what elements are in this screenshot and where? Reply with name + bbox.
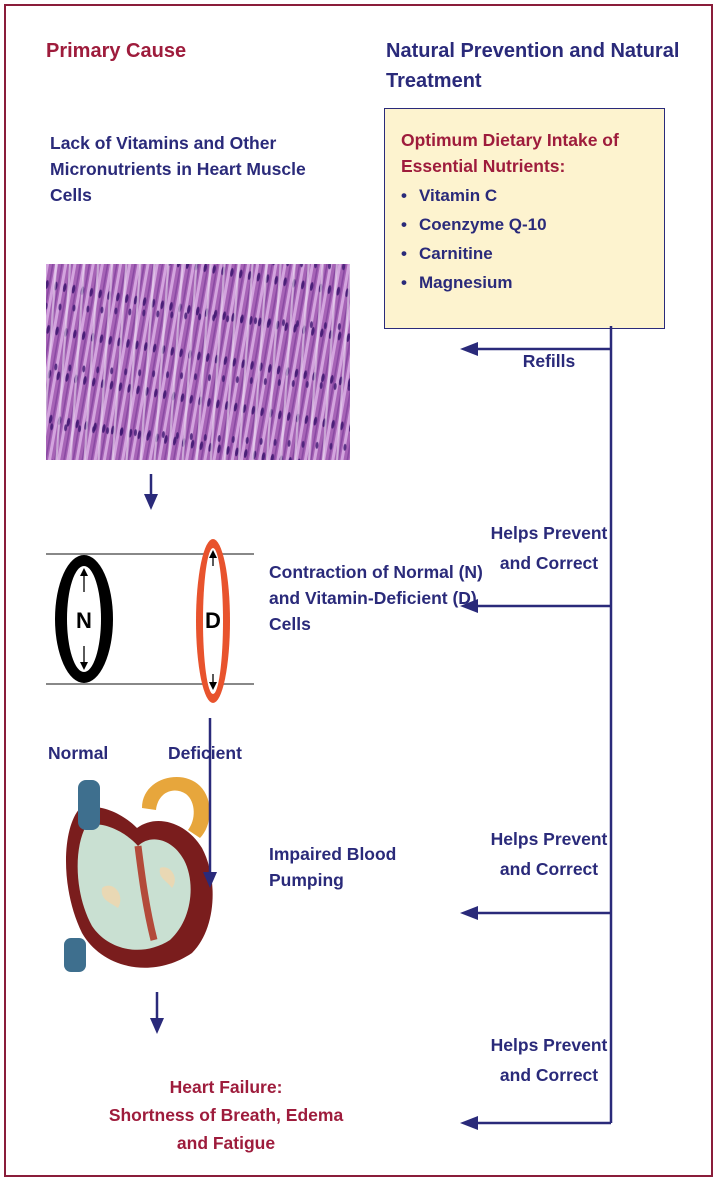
flow-connectors bbox=[6, 6, 713, 1177]
diagram-frame: Primary Cause Natural Prevention and Nat… bbox=[4, 4, 713, 1177]
